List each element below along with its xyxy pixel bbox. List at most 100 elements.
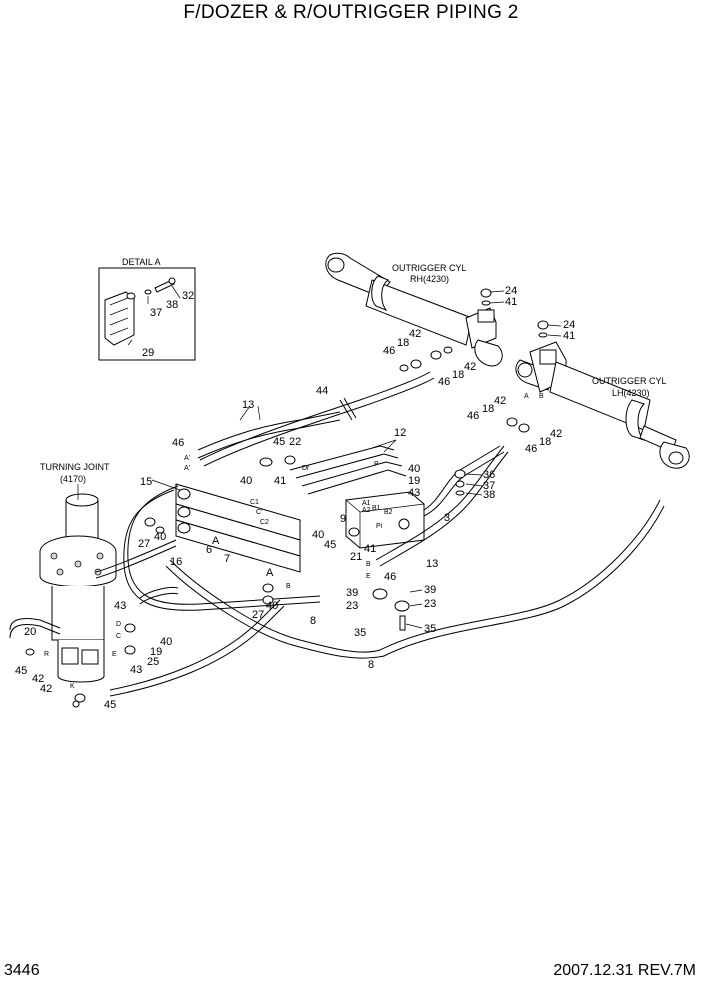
- callout-42-rh-b: 42: [464, 361, 476, 373]
- callout-19-joint: 19: [150, 646, 162, 658]
- callout-12: 12: [394, 427, 406, 439]
- port-c-prime: C': [256, 509, 262, 516]
- callout-24-lh: 24: [563, 319, 575, 331]
- callout-45-left: 45: [15, 665, 27, 677]
- callout-41-upper: 41: [274, 475, 286, 487]
- callout-45-upper: 45: [273, 436, 285, 448]
- callout-38: 38: [483, 489, 495, 501]
- callout-7: 7: [224, 553, 230, 565]
- turning-joint: TURNING JOINT (4170): [39, 462, 117, 683]
- page-title: F/DOZER & R/OUTRIGGER PIPING 2: [183, 2, 519, 23]
- callout-40-left: 40: [154, 531, 166, 543]
- callout-41-lh: 41: [563, 330, 575, 342]
- callout-42-lh-a: 42: [494, 395, 506, 407]
- callout-46-left: 46: [172, 437, 184, 449]
- callout-42-bottom: 42: [40, 683, 52, 695]
- leader-lines: [127, 285, 562, 629]
- callout-37: 37: [483, 480, 495, 492]
- port-a-label: A: [212, 535, 220, 547]
- outrigger-lh-cylinder: [515, 341, 690, 469]
- port-a-label-2: A: [266, 567, 274, 579]
- callout-16: 16: [170, 556, 182, 568]
- port-c2: C2: [260, 519, 269, 526]
- revision-date: 2007.12.31 REV.7M: [553, 962, 696, 979]
- port-d: D: [116, 621, 121, 628]
- callout-18-rh-a: 18: [397, 337, 409, 349]
- callout-23-b: 23: [424, 598, 436, 610]
- page-number: 3446: [4, 962, 40, 979]
- port-k: K: [70, 683, 75, 690]
- callout-46-lh-a: 46: [467, 410, 479, 422]
- turning-joint-name: TURNING JOINT: [40, 462, 110, 472]
- port-b2: B2: [384, 509, 393, 516]
- callout-35-b: 35: [424, 623, 436, 635]
- fittings: [25, 288, 549, 708]
- callout-46-rh-b: 46: [438, 376, 450, 388]
- outrigger-rh-name: OUTRIGGER CYL: [392, 263, 467, 273]
- callout-20: 20: [24, 626, 36, 638]
- port-b-valve: B: [366, 561, 371, 568]
- callout-32: 32: [182, 290, 194, 302]
- callout-40-right: 40: [408, 463, 420, 475]
- callout-42-lh-b: 42: [550, 428, 562, 440]
- callout-42-rh-a: 42: [409, 328, 421, 340]
- outrigger-rh-cylinder: [325, 252, 503, 367]
- callout-40-upper: 40: [240, 475, 252, 487]
- callout-27-lower: 27: [252, 609, 264, 621]
- port-e-valve: E: [366, 573, 371, 580]
- callout-25: 25: [147, 656, 159, 668]
- port-b-lower: B: [286, 583, 291, 590]
- callout-21: 21: [350, 551, 362, 563]
- callout-39-b: 39: [424, 584, 436, 596]
- outrigger-lh-code: LH(4230): [612, 388, 650, 398]
- outrigger-rh-code: RH(4230): [410, 274, 449, 284]
- callout-8-b: 8: [368, 659, 374, 671]
- callout-18-lh-b: 18: [539, 436, 551, 448]
- port-pi: Pi: [376, 523, 383, 530]
- port-a-prime: A': [184, 455, 190, 462]
- port-dr: Dr: [302, 465, 310, 472]
- control-valve: [175, 483, 425, 573]
- callout-40-mid: 40: [312, 529, 324, 541]
- port-a-lh: A: [524, 393, 529, 400]
- callout-15: 15: [140, 476, 152, 488]
- callout-45-mid: 45: [324, 539, 336, 551]
- outrigger-lh-name: OUTRIGGER CYL: [592, 376, 667, 386]
- callout-27-upper: 27: [138, 538, 150, 550]
- callout-35-a: 35: [354, 627, 366, 639]
- port-b-lh: B: [539, 393, 544, 400]
- callout-46-lh-b: 46: [525, 443, 537, 455]
- callout-44: 44: [316, 385, 328, 397]
- callout-40-joint: 40: [160, 636, 172, 648]
- callout-40-lower: 40: [266, 600, 278, 612]
- callout-41-rh: 41: [505, 296, 517, 308]
- callout-labels: 32 38 37 29 OUTRIGGER CYL RH(4230) OUTRI…: [15, 263, 667, 711]
- callout-13-lower: 13: [426, 558, 438, 570]
- port-a2: A2: [362, 507, 371, 514]
- callout-42-left: 42: [32, 673, 44, 685]
- callout-6: 6: [206, 544, 212, 556]
- hose-lines: [9, 371, 665, 697]
- callout-29: 29: [142, 347, 154, 359]
- port-letters: A A B A C1 C2 Dr A1 A2 B1 B2 Pi A' A' C'…: [44, 393, 544, 690]
- port-a-prime-2: A': [184, 465, 190, 472]
- callout-18-rh-b: 18: [452, 369, 464, 381]
- turning-joint-code: (4170): [60, 474, 86, 484]
- callout-9: 9: [340, 513, 346, 525]
- callout-38-detail: 38: [166, 299, 178, 311]
- port-c: C: [116, 633, 121, 640]
- callout-19-right: 19: [408, 475, 420, 487]
- callout-43-left: 43: [114, 600, 126, 612]
- callout-45-bottom: 45: [104, 699, 116, 711]
- callout-41-mid: 41: [364, 543, 376, 555]
- port-p: P: [374, 461, 379, 468]
- callout-3: 3: [444, 512, 450, 524]
- callout-43-joint: 43: [130, 664, 142, 676]
- callout-39-a: 39: [346, 587, 358, 599]
- callout-43-right: 43: [408, 487, 420, 499]
- port-b1: B1: [372, 505, 381, 512]
- callout-22: 22: [289, 436, 301, 448]
- callout-37-detail: 37: [150, 307, 162, 319]
